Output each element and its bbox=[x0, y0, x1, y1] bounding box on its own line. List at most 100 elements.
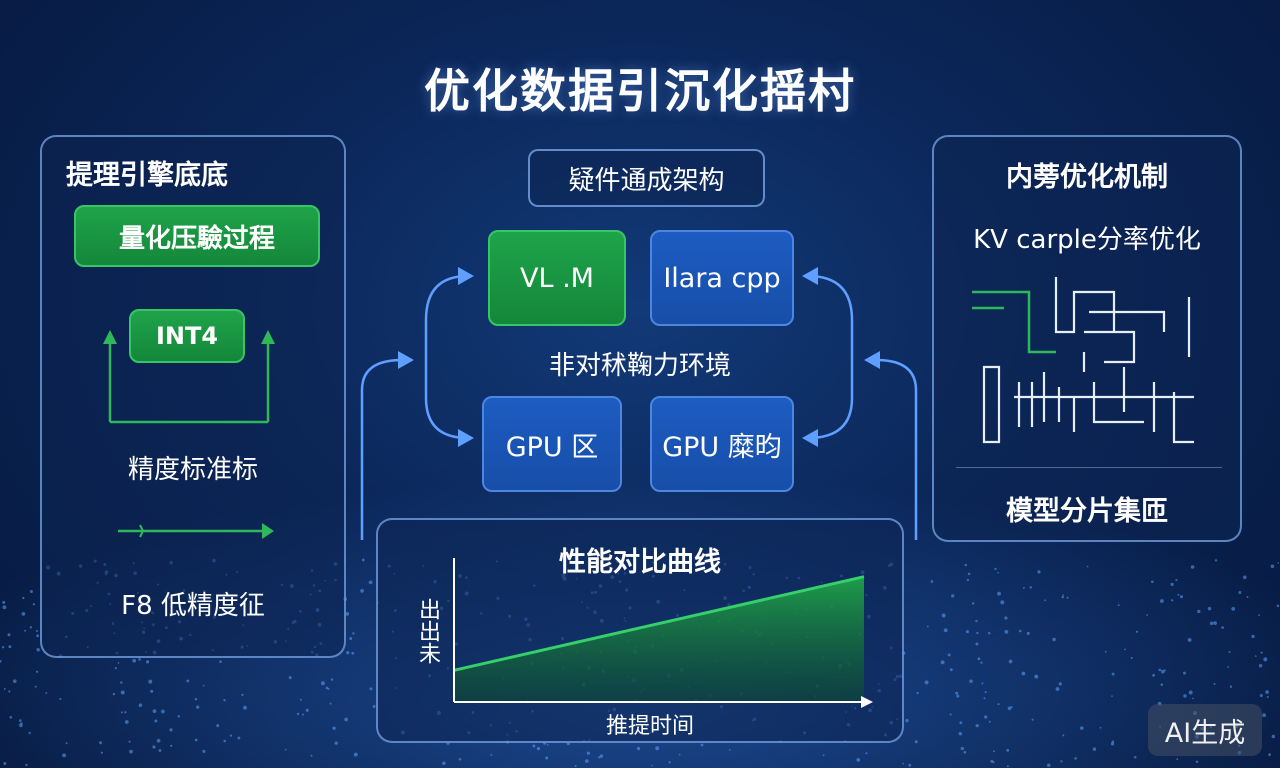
gpu-zone-box[interactable]: GPU 区 bbox=[482, 396, 622, 492]
background-dot bbox=[8, 690, 11, 693]
background-dot bbox=[988, 720, 991, 723]
background-dot bbox=[344, 717, 348, 722]
background-dot bbox=[302, 713, 304, 716]
background-dot bbox=[1031, 718, 1034, 721]
background-dot bbox=[1037, 570, 1041, 574]
performance-chart: 推提时间 bbox=[453, 558, 873, 739]
background-dot bbox=[1060, 760, 1063, 763]
heterogeneous-env-label: 非对秫鞠力环境 bbox=[548, 351, 731, 381]
kv-cache-label: KV carple分率优化 bbox=[973, 225, 1201, 255]
background-dot bbox=[372, 705, 376, 708]
background-dot bbox=[35, 670, 39, 673]
background-dot bbox=[941, 613, 946, 618]
background-dot bbox=[700, 743, 704, 747]
background-dot bbox=[243, 705, 247, 710]
llama-cpp-box[interactable]: Ilara cрр bbox=[650, 230, 794, 326]
background-dot bbox=[334, 741, 338, 745]
background-dot bbox=[1197, 609, 1201, 614]
background-dot bbox=[1080, 726, 1084, 730]
background-dot bbox=[1066, 596, 1069, 599]
background-dot bbox=[28, 731, 31, 735]
background-dot bbox=[1034, 674, 1039, 679]
background-dot bbox=[1207, 606, 1212, 611]
background-dot bbox=[241, 693, 244, 697]
background-dot bbox=[490, 754, 493, 756]
background-dot bbox=[442, 761, 446, 766]
background-dot bbox=[1231, 607, 1236, 611]
background-dot bbox=[25, 763, 28, 767]
background-dot bbox=[120, 690, 125, 695]
background-dot bbox=[24, 629, 27, 632]
background-dot bbox=[914, 740, 918, 744]
int4-loop-arrows bbox=[103, 330, 275, 424]
panel-divider bbox=[956, 467, 1222, 468]
background-dot bbox=[237, 736, 241, 740]
architecture-connectors bbox=[360, 267, 918, 540]
background-dot bbox=[150, 689, 154, 693]
background-dot bbox=[586, 751, 590, 755]
background-dot bbox=[1229, 685, 1233, 688]
background-dot bbox=[1058, 682, 1062, 686]
background-dot bbox=[1, 646, 5, 649]
background-dot bbox=[1227, 666, 1230, 668]
background-dot bbox=[1158, 668, 1162, 672]
background-dot bbox=[177, 715, 181, 718]
background-dot bbox=[959, 721, 963, 725]
gpu-assist-box[interactable]: GPU 糜昀 bbox=[650, 396, 794, 492]
background-dot bbox=[62, 753, 67, 758]
background-dot bbox=[678, 753, 681, 756]
background-dot bbox=[45, 691, 48, 694]
background-dot bbox=[975, 642, 979, 646]
background-dot bbox=[992, 761, 995, 764]
background-dot bbox=[1052, 637, 1056, 642]
background-dot bbox=[969, 679, 973, 683]
performance-panel: 性能对比曲线 推提时间 出出未 bbox=[376, 518, 904, 743]
background-dot bbox=[1188, 690, 1193, 695]
background-dot bbox=[296, 712, 300, 716]
background-dot bbox=[1055, 687, 1060, 691]
int4-box[interactable]: INT4 bbox=[129, 309, 245, 363]
background-dot bbox=[360, 589, 364, 593]
background-dot bbox=[1006, 765, 1009, 768]
background-dot bbox=[1074, 757, 1077, 760]
inference-engine-heading: 提理引擎底底 bbox=[66, 160, 228, 191]
background-dot bbox=[170, 744, 173, 747]
background-dot bbox=[1007, 706, 1012, 711]
background-dot bbox=[121, 711, 123, 714]
background-dot bbox=[584, 759, 589, 763]
arch-label-box: 疑件通成架构 bbox=[528, 149, 765, 207]
background-dot bbox=[1061, 595, 1064, 599]
quantization-box[interactable]: 量化压驗过程 bbox=[74, 205, 320, 267]
background-dot bbox=[546, 744, 549, 746]
background-dot bbox=[1117, 604, 1120, 607]
background-dot bbox=[545, 756, 549, 760]
background-dot bbox=[202, 749, 206, 753]
background-dot bbox=[132, 658, 137, 663]
background-dot bbox=[330, 678, 334, 681]
memory-optimization-heading: 内蒡优化机制 bbox=[1006, 162, 1168, 193]
background-dot bbox=[822, 754, 825, 757]
page-title: 优化数据引沉化揺村 bbox=[424, 64, 856, 118]
background-dot bbox=[223, 739, 226, 743]
arch-label: 疑件通成架构 bbox=[568, 165, 725, 196]
background-dot bbox=[1000, 600, 1005, 605]
background-dot bbox=[651, 764, 653, 767]
background-dot bbox=[1271, 734, 1276, 739]
background-dot bbox=[1228, 650, 1231, 654]
background-dot bbox=[1270, 564, 1275, 569]
background-dot bbox=[599, 754, 604, 758]
background-dot bbox=[1238, 591, 1242, 594]
background-dot bbox=[1133, 755, 1137, 759]
background-dot bbox=[536, 746, 541, 751]
vllm-box[interactable]: VL .M bbox=[488, 230, 626, 326]
background-dot bbox=[902, 762, 905, 765]
background-dot bbox=[353, 752, 358, 757]
background-dot bbox=[35, 629, 38, 632]
background-dot bbox=[1190, 565, 1195, 569]
background-dot bbox=[975, 619, 978, 623]
background-dot bbox=[940, 660, 945, 665]
background-dot bbox=[981, 682, 984, 685]
background-dot bbox=[943, 628, 948, 633]
background-dot bbox=[1159, 599, 1164, 603]
background-dot bbox=[194, 697, 198, 701]
